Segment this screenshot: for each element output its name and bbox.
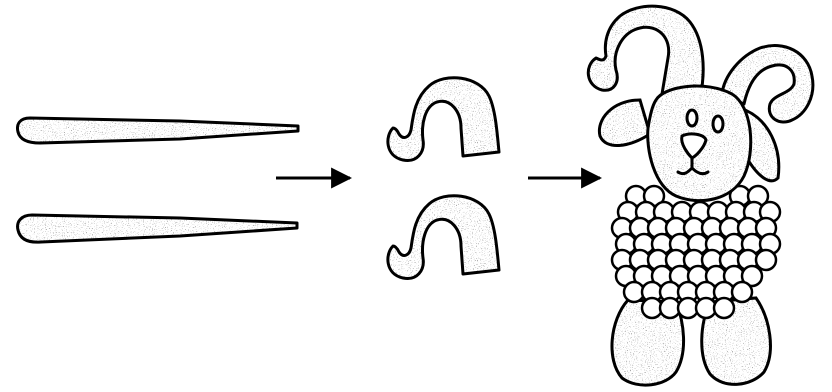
- step-2-horn-pieces: [386, 76, 501, 280]
- ram-ear-left: [597, 98, 652, 147]
- ram-nose: [680, 132, 708, 160]
- wool-ball: [740, 264, 764, 288]
- ram-mouth: [676, 156, 710, 176]
- wool-ball: [712, 296, 736, 320]
- wool-ball: [730, 280, 754, 304]
- ram-eye-left: [685, 108, 699, 128]
- ram-leg-left: [610, 298, 686, 387]
- ram-horn-left: [586, 4, 705, 100]
- ram-eye-right: [711, 114, 725, 134]
- step-3-ram: [586, 4, 815, 387]
- wool-ball: [754, 248, 778, 272]
- ram-horn-right: [720, 44, 815, 124]
- clay-coil-bottom: [16, 213, 299, 244]
- clay-coil-top: [16, 116, 300, 145]
- ram-wool-body: [610, 184, 782, 320]
- ram-leg-right: [700, 296, 772, 386]
- horn-piece-top: [386, 76, 501, 162]
- horn-piece-bottom: [386, 194, 501, 280]
- step-1-coils: [16, 116, 300, 244]
